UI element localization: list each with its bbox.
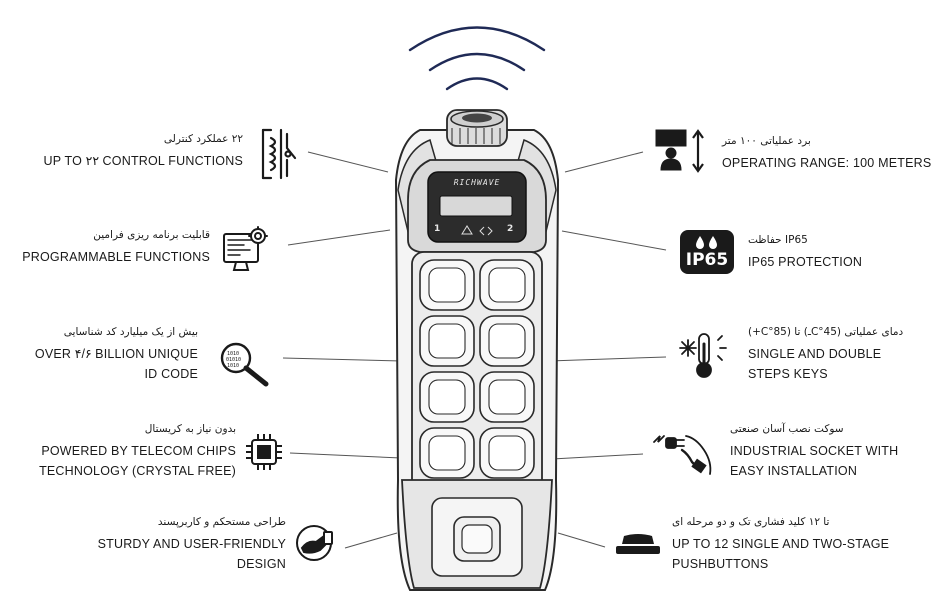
unique-id-en-2: ID CODE: [144, 367, 198, 381]
socket-en-1: INDUSTRIAL SOCKET WITH: [730, 444, 899, 458]
sturdy-design-en-1: STURDY AND USER-FRIENDLY: [97, 537, 286, 551]
svg-text:1010: 1010: [227, 363, 239, 369]
range-person-icon: [655, 129, 704, 173]
display-label-1: 1: [434, 224, 441, 234]
remote-pushbutton-cap: [428, 323, 466, 359]
socket-fa: سوکت نصب آسان صنعتی: [730, 423, 844, 435]
pushbuttons-fa: تا ۱۲ کلید فشاری تک و دو مرحله ای: [672, 516, 830, 528]
unique-id-fa: بیش از یک میلیارد کد شناسایی: [63, 326, 198, 338]
feature-socket: سوکت نصب آسان صنعتی INDUSTRIAL SOCKET WI…: [730, 423, 940, 481]
programmable-en: PROGRAMMABLE FUNCTIONS: [22, 250, 210, 264]
chip-icon: [246, 434, 282, 470]
remote-pushbutton-cap: [488, 267, 526, 303]
sturdy-design-fa: طراحی مستحکم و کاربرپسند: [157, 516, 286, 528]
programmable-fa: قابلیت برنامه ریزی فرامین: [93, 229, 210, 241]
unique-id-en-1: OVER ۴/۶ BILLION UNIQUE: [34, 347, 198, 361]
remote-pushbutton-cap: [488, 435, 526, 471]
ip65-en: IP65 PROTECTION: [748, 255, 863, 269]
feature-sturdy-design: طراحی مستحکم و کاربرپسند STURDY AND USER…: [10, 516, 286, 574]
temperature-en-1: SINGLE AND DOUBLE: [748, 347, 882, 361]
svg-text:1010: 1010: [227, 351, 239, 357]
pushbuttons-en-2: PUSHBUTTONS: [672, 557, 769, 571]
svg-text:01010: 01010: [226, 357, 241, 363]
telecom-chips-fa: بدون نیاز به کریستال: [144, 423, 236, 435]
control-functions-fa: ۲۲ عملکرد کنترلی: [163, 133, 243, 145]
sturdy-design-en-2: DESIGN: [236, 557, 286, 571]
relay-switch-icon: [261, 128, 297, 180]
pushbutton-icon: [616, 534, 660, 554]
feature-ip65: IP65 حفاظت IP65 PROTECTION: [748, 234, 928, 272]
operating-range-en: OPERATING RANGE: 100 METERS: [722, 156, 932, 170]
socket-en-2: EASY INSTALLATION: [730, 464, 858, 478]
remote-pushbutton-cap: [428, 267, 466, 303]
telecom-chips-en-2: TECHNOLOGY (CRYSTAL FREE): [39, 464, 236, 478]
telecom-chips-en-1: POWERED BY TELECOM CHIPS: [41, 444, 236, 458]
feature-telecom-chips: بدون نیاز به کریستال POWERED BY TELECOM …: [10, 423, 236, 481]
control-functions-en: UP TO ۲۲ CONTROL FUNCTIONS: [43, 154, 243, 168]
feature-programmable: قابلیت برنامه ریزی فرامین PROGRAMMABLE F…: [10, 229, 210, 267]
ip65-fa: IP65 حفاظت: [748, 234, 808, 246]
monitor-code-icon: [223, 226, 268, 271]
operating-range-fa: برد عملیاتی ۱۰۰ متر: [722, 135, 811, 147]
magnifier-binary-icon: 1010 01010 1010: [220, 342, 269, 387]
wireless-signal-icon: [408, 26, 546, 91]
feature-pushbuttons: تا ۱۲ کلید فشاری تک و دو مرحله ای UP TO …: [672, 516, 942, 574]
display-label-2: 2: [507, 224, 514, 234]
pushbuttons-en-1: UP TO 12 SINGLE AND TWO-STAGE: [672, 537, 890, 551]
plug-socket-icon: [653, 435, 712, 475]
remote-pushbutton-cap: [488, 323, 526, 359]
feature-control-functions: ۲۲ عملکرد کنترلی UP TO ۲۲ CONTROL FUNCTI…: [10, 133, 243, 171]
feature-unique-id: بیش از یک میلیارد کد شناسایی OVER ۴/۶ BI…: [10, 326, 198, 384]
feature-operating-range: برد عملیاتی ۱۰۰ متر OPERATING RANGE: 100…: [722, 135, 942, 173]
remote-pushbutton-cap: [428, 379, 466, 415]
temperature-en-2: STEPS KEYS: [748, 367, 828, 381]
feature-temperature: دمای عملیاتی (C°45ـ) تا (C°85+) SINGLE A…: [748, 326, 948, 384]
remote-pushbutton-cap: [428, 435, 466, 471]
ip65-drops-icon: IP65: [680, 230, 734, 274]
brand-logo: RICHWAVE: [453, 178, 501, 187]
remote-pushbutton-cap: [488, 379, 526, 415]
thermometer-snow-sun-icon: [679, 333, 727, 378]
temperature-fa: دمای عملیاتی (C°45ـ) تا (C°85+): [748, 326, 904, 338]
ip65-badge-text: IP65: [685, 250, 729, 270]
callout-lines: [282, 151, 667, 549]
hand-remote-icon: [296, 525, 333, 561]
